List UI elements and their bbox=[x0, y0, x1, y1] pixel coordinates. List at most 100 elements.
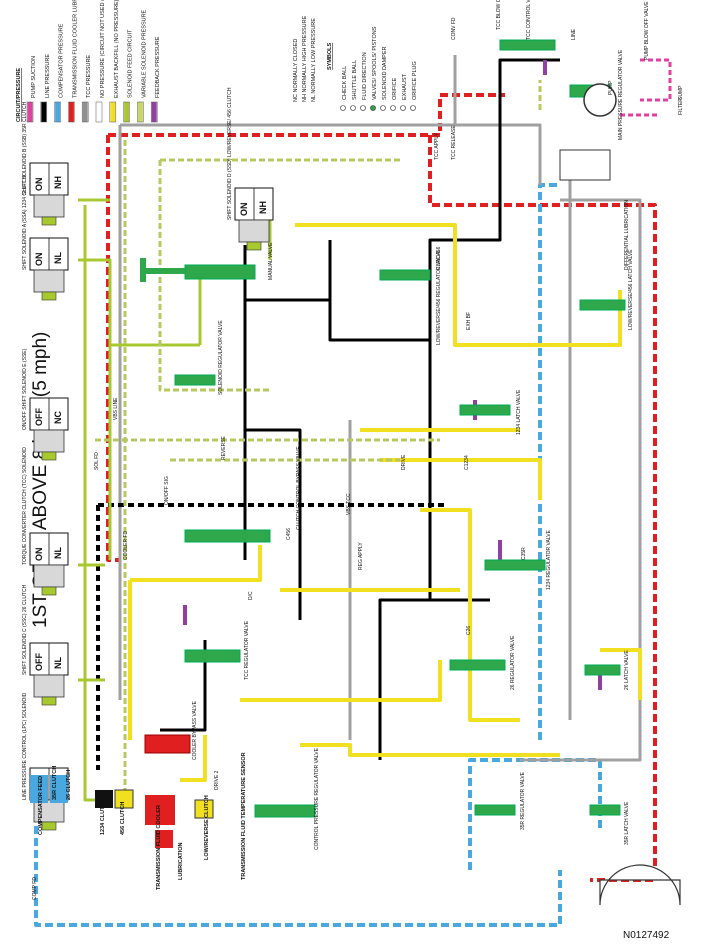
legend-swatch-border bbox=[81, 101, 89, 123]
figure-id: N0127492 bbox=[623, 930, 670, 941]
solenoid-nozzle bbox=[41, 696, 57, 706]
valve-label: TCC BLOW OFF VALVE bbox=[496, 0, 502, 30]
valve-label: SOLENOID REGULATOR VALVE bbox=[218, 320, 224, 395]
bottom-label: COMPENSATOR FEED bbox=[38, 776, 44, 835]
1234-regulator-valve bbox=[484, 559, 546, 571]
legend-swatch-border bbox=[137, 101, 144, 123]
symbol-icon bbox=[350, 105, 356, 111]
legend-swatch-border bbox=[123, 101, 130, 123]
clutch-label: 456 CLUTCH bbox=[120, 802, 126, 835]
symbol-label: ORIFICE PLUG bbox=[412, 61, 418, 100]
solenoid-nozzle bbox=[41, 586, 57, 596]
valve-label: 35R LATCH VALVE bbox=[624, 801, 630, 845]
valve-label: MAIN PRESSURE REGULATOR VALVE bbox=[618, 49, 624, 140]
valve-label: FILTER bbox=[678, 98, 684, 115]
symbol-icon bbox=[340, 105, 346, 111]
valve-label: 35R REGULATOR VALVE bbox=[520, 771, 526, 830]
circuit-label: TCC RELEASE bbox=[451, 125, 457, 160]
lube-block bbox=[155, 830, 173, 848]
circuit-label: ON/OFF SIG bbox=[164, 476, 170, 505]
circuit-label: C456 bbox=[286, 528, 292, 540]
clutch-label: 26 CLUTCH bbox=[66, 770, 72, 800]
pump bbox=[583, 83, 617, 117]
legend-item-label: TRANSMISSION FLUID COOLER LUBRICATION bbox=[72, 0, 78, 98]
clutch-1234-block bbox=[95, 790, 113, 808]
valve-label: CLUTCH CONTROL BYPASS VALVE bbox=[296, 446, 302, 530]
circuit-label: CONV FD bbox=[451, 17, 457, 40]
valve-label: TCC REGULATOR VALVE bbox=[244, 620, 250, 680]
35r-latch-valve bbox=[589, 804, 621, 816]
valve-label: PUMP BLOW OFF VALVE bbox=[644, 1, 650, 60]
circuit-label: C26 bbox=[466, 626, 472, 635]
valve-bodies bbox=[140, 39, 681, 906]
legend-item-label: LINE PRESSURE bbox=[45, 54, 51, 98]
circuit-label: DRIVE 2 bbox=[214, 770, 220, 790]
valve-label: 26 LATCH VALVE bbox=[624, 650, 630, 690]
solenoid-nozzle bbox=[41, 821, 57, 831]
symbol-icon bbox=[410, 105, 416, 111]
solenoid-state: ON bbox=[239, 203, 249, 217]
tcc-circuit bbox=[118, 55, 642, 762]
manual-valve-stem bbox=[145, 268, 185, 274]
legend-item-label: EXHAUST BACKFILL (NO PRESSURE) bbox=[114, 0, 120, 98]
35r-regulator-valve bbox=[474, 804, 516, 816]
low-reverse-456-regulator-valve bbox=[379, 269, 431, 281]
legend-item-label: FEEDBACK PRESSURE bbox=[155, 36, 161, 98]
26-latch-valve bbox=[584, 664, 621, 676]
valve-label: COOLER BYPASS VALVE bbox=[192, 700, 198, 760]
legend-swatch-border bbox=[26, 101, 34, 123]
solenoid: ONNLLINE PRESSURE CONTROL (LPC) SOLENOID bbox=[22, 692, 69, 831]
legend-item-label: PUMP SUCTION bbox=[31, 56, 37, 98]
circuit-label: VBS LINE bbox=[113, 397, 119, 420]
valve-label: PUMP bbox=[608, 80, 614, 95]
main-pressure-regulator-spring bbox=[559, 149, 611, 181]
solenoid-nozzle bbox=[246, 241, 262, 251]
tcc-control-valve bbox=[499, 39, 556, 51]
circuit-label: SOL FD bbox=[94, 452, 100, 470]
legend-swatch-border bbox=[109, 101, 117, 123]
solenoid-regulator-valve bbox=[174, 374, 216, 386]
circuit-label: TCC APPLY bbox=[434, 132, 440, 160]
manual-valve-handle bbox=[140, 258, 146, 282]
solenoid-type: NH bbox=[53, 176, 63, 189]
cooler-bypass-valve bbox=[144, 734, 191, 754]
symbol-icon bbox=[390, 105, 396, 111]
legend-swatch-border bbox=[68, 101, 75, 123]
tcc-regulator-valve bbox=[184, 649, 241, 663]
line-dashed-circuit bbox=[96, 503, 445, 770]
valve-label: CONTROL PRESSURE REGULATOR VALVE bbox=[314, 747, 320, 850]
solenoid-nozzle bbox=[41, 451, 57, 461]
symbol-icon bbox=[380, 105, 386, 111]
legend-item-label: TCC PRESSURE bbox=[86, 55, 92, 98]
symbol-icon bbox=[370, 105, 376, 111]
line-pressure-circuit bbox=[160, 58, 560, 760]
cooler-block bbox=[145, 795, 175, 825]
legend-swatch-border bbox=[40, 101, 48, 123]
symbol-icon bbox=[360, 105, 366, 111]
solenoid-type: NL bbox=[53, 657, 63, 669]
valve-label: TCC CONTROL VALVE bbox=[526, 0, 532, 40]
legend-item-label: VARIABLE SOLENOID PRESSURE bbox=[141, 9, 147, 98]
symbol-label: ORIFICE bbox=[392, 77, 398, 100]
low-reverse-456-latch-valve bbox=[579, 299, 626, 311]
pump-suction-circuit bbox=[620, 58, 672, 117]
solenoid-label: TORQUE CONVERTER CLUTCH (TCC) SOLENOID bbox=[22, 447, 28, 565]
bottom-label: TRANSMISSION FLUID COOLER bbox=[156, 805, 162, 890]
symbol-label: CHECK BALL bbox=[342, 66, 348, 100]
solenoid-state: OFF bbox=[34, 408, 44, 426]
vbs-circuit bbox=[95, 80, 542, 790]
solenoid-type: NC bbox=[53, 411, 63, 424]
exhaust-backfill-circuit bbox=[128, 223, 642, 782]
manual-valve bbox=[184, 264, 256, 280]
solenoid-body bbox=[238, 219, 270, 243]
solenoid-body bbox=[33, 564, 65, 588]
circuit-label: EXH BF bbox=[466, 312, 472, 330]
lube-circuit bbox=[106, 93, 657, 882]
control-pressure-regulator-valve bbox=[254, 804, 316, 818]
